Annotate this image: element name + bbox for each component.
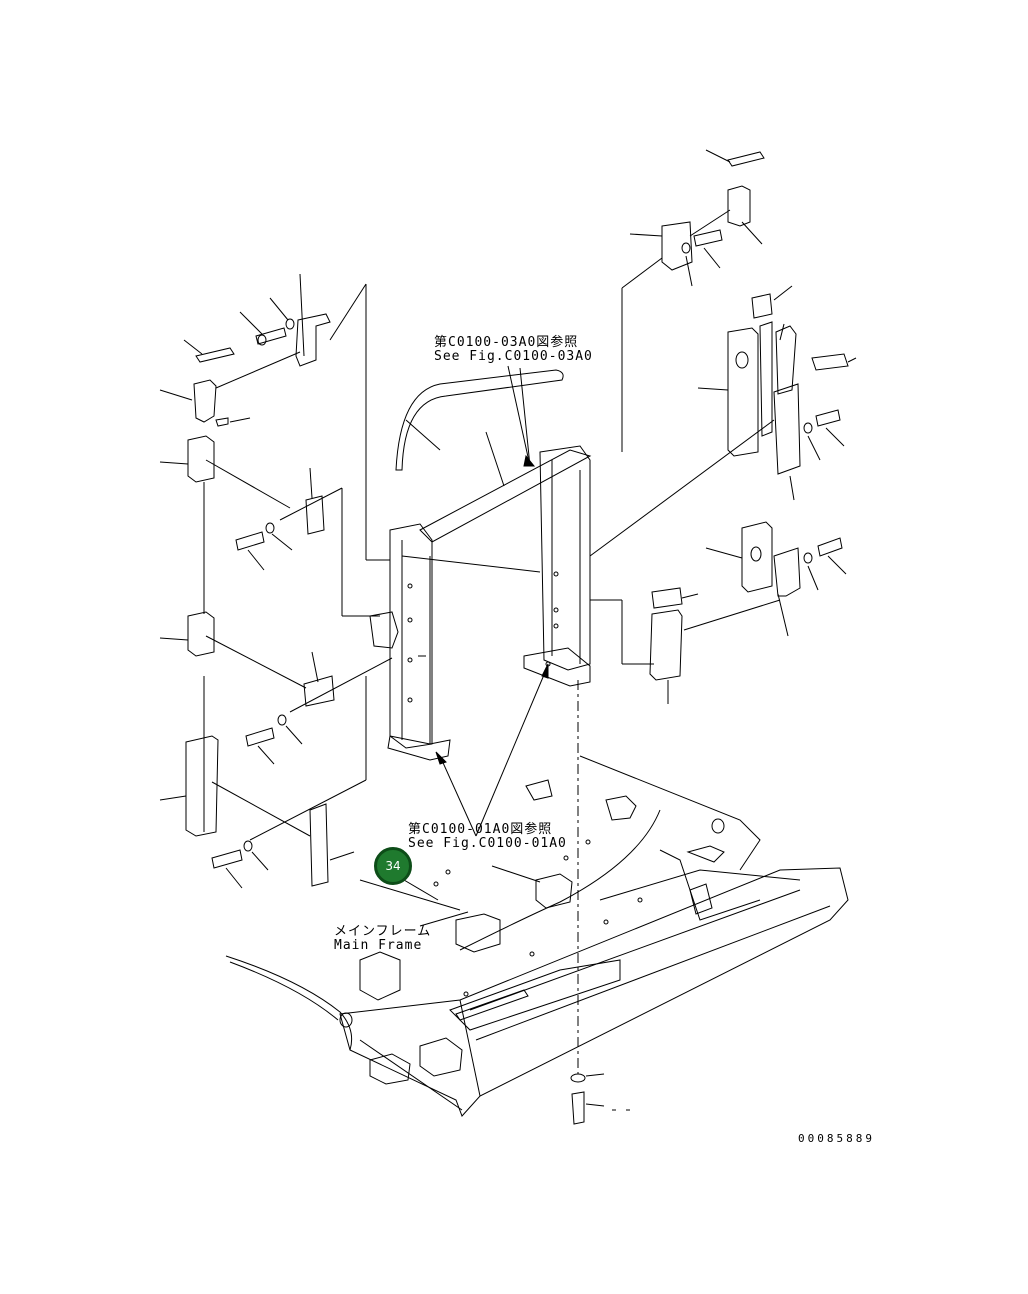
lower-reference-en: See Fig.C0100-01A0: [408, 836, 567, 851]
right-side-parts: [590, 286, 856, 704]
part-callout-34[interactable]: 34: [374, 847, 412, 885]
drawing-id: 00085889: [798, 1132, 875, 1145]
top-left-parts: [160, 274, 390, 560]
upper-reference-jp: 第C0100-03A0図参照: [434, 335, 579, 350]
radiator-frame: [370, 366, 590, 760]
main-frame-drawing: [226, 680, 848, 1124]
reference-arrows: [436, 664, 548, 836]
left-pads: [160, 436, 392, 888]
upper-reference-en: See Fig.C0100-03A0: [434, 349, 593, 364]
main-frame-leader: [420, 912, 468, 926]
main-frame-label-jp: メインフレーム: [334, 924, 432, 939]
callout-leader: [404, 880, 438, 900]
main-frame-label-en: Main Frame: [334, 938, 423, 953]
top-right-parts: [622, 150, 764, 452]
lower-reference-jp: 第C0100-01A0図参照: [408, 822, 553, 837]
